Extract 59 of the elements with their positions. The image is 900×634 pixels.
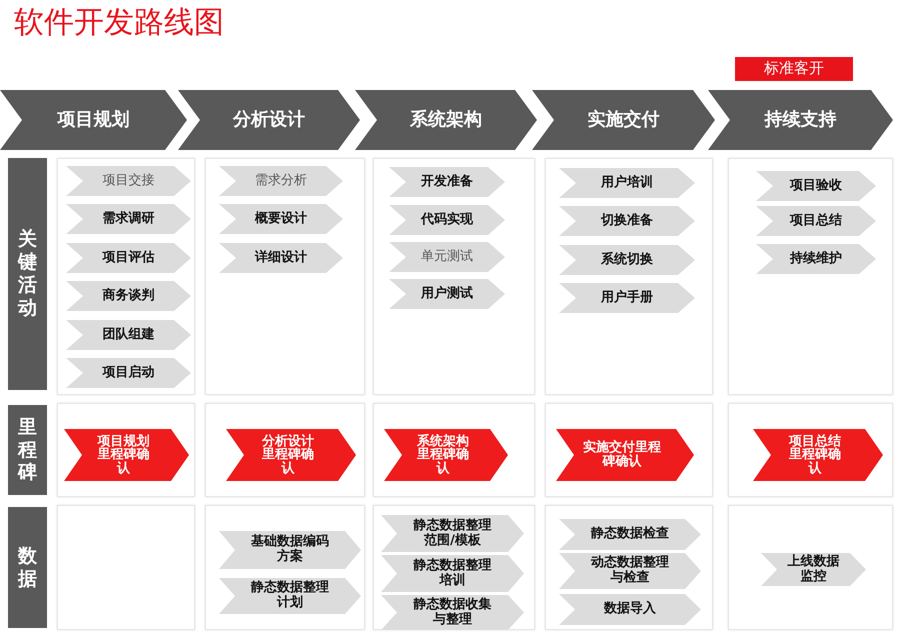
data-item: 静态数据整理计划 <box>219 578 361 614</box>
data-item: 数据导入 <box>559 594 701 625</box>
activity-item: 项目验收 <box>756 171 876 201</box>
data-item: 静态数据整理培训 <box>381 555 524 592</box>
activity-item: 用户手册 <box>559 283 695 313</box>
activity-item: 代码实现 <box>389 205 505 235</box>
panel <box>57 403 195 497</box>
panel <box>545 505 713 630</box>
data-item: 动态数据整理与检查 <box>559 553 701 589</box>
milestone-item: 系统架构里程碑确认 <box>384 429 508 481</box>
panel <box>57 158 195 395</box>
activity-item: 用户培训 <box>559 168 695 198</box>
panel <box>728 505 893 630</box>
activity-item: 用户测试 <box>389 279 505 309</box>
activity-item: 项目总结 <box>756 206 876 236</box>
activity-item: 商务谈判 <box>66 281 191 311</box>
data-item: 静态数据检查 <box>559 519 701 550</box>
row-header: 数据 <box>8 507 47 628</box>
milestone-item: 分析设计里程碑确认 <box>226 429 356 481</box>
activity-item: 系统切换 <box>559 245 695 275</box>
activity-item: 项目评估 <box>66 243 191 273</box>
panel <box>728 403 893 497</box>
milestone-item: 项目规划里程碑确认 <box>64 429 189 481</box>
activity-item: 持续维护 <box>756 244 876 274</box>
activity-item: 开发准备 <box>389 167 505 197</box>
activity-item: 需求调研 <box>66 204 191 234</box>
panel <box>205 505 365 630</box>
activity-item: 详细设计 <box>219 243 343 273</box>
row-header: 里程碑 <box>8 405 47 495</box>
panel <box>373 158 535 395</box>
activity-item: 项目启动 <box>66 358 191 388</box>
phase-header: 系统架构 <box>355 90 537 150</box>
tag-label: 标准客开 <box>735 57 853 81</box>
panel <box>545 158 713 395</box>
panel <box>373 505 535 630</box>
panel <box>373 403 535 497</box>
panel <box>205 158 365 395</box>
milestone-item: 实施交付里程碑确认 <box>556 429 694 481</box>
data-item: 上线数据监控 <box>761 553 866 586</box>
data-item: 基础数据编码方案 <box>219 531 361 569</box>
activity-item: 单元测试 <box>389 242 505 272</box>
data-item: 静态数据整理范围/模板 <box>381 515 524 552</box>
phase-header: 实施交付 <box>532 90 715 150</box>
panel <box>728 158 893 395</box>
activity-item: 切换准备 <box>559 206 695 236</box>
activity-item: 项目交接 <box>66 166 191 196</box>
panel <box>545 403 713 497</box>
title: 软件开发路线图 <box>14 4 224 42</box>
activity-item: 概要设计 <box>219 204 343 234</box>
activity-item: 需求分析 <box>219 166 343 196</box>
panel <box>205 403 365 497</box>
activity-item: 团队组建 <box>66 320 191 350</box>
phase-header: 分析设计 <box>178 90 360 150</box>
milestone-item: 项目总结里程碑确认 <box>753 429 883 481</box>
phase-header: 持续支持 <box>708 90 893 150</box>
data-item: 静态数据收集与整理 <box>381 595 524 630</box>
row-header: 关键活动 <box>8 158 47 390</box>
phase-header: 项目规划 <box>0 90 187 150</box>
panel <box>57 505 195 630</box>
